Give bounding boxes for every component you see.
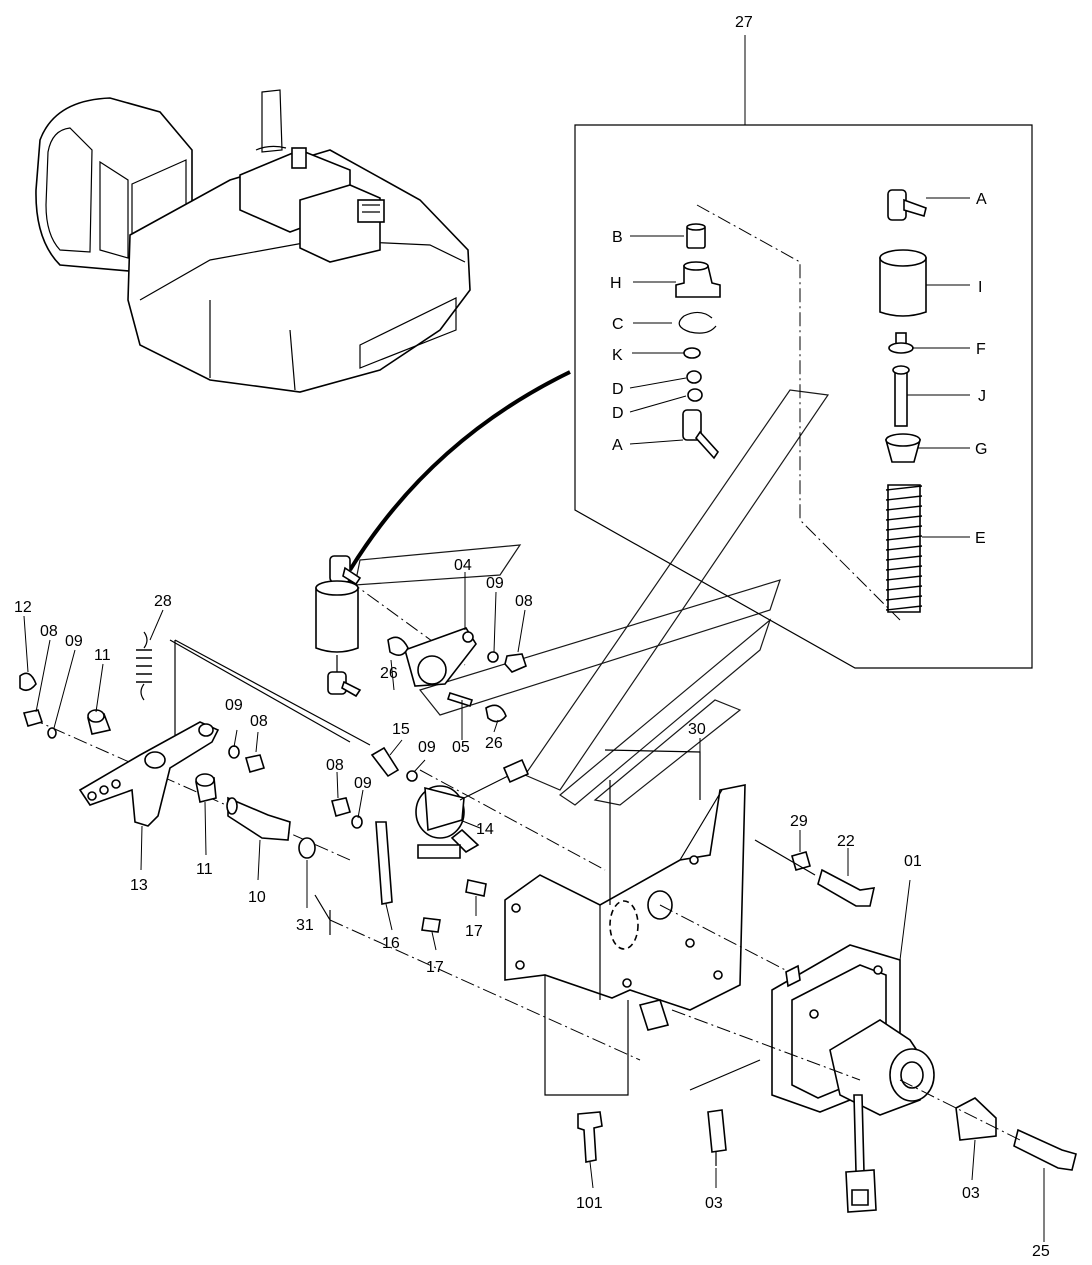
bracket-16: [375, 821, 393, 905]
label-26a: 26: [380, 665, 398, 682]
label-27: 27: [735, 14, 753, 31]
pin-05: [446, 691, 474, 708]
clip-26b: [485, 704, 507, 723]
label-13: 13: [130, 877, 148, 894]
actuator-01: [659, 904, 935, 1213]
label-A1: A: [976, 191, 987, 208]
label-17a: 17: [465, 923, 483, 940]
label-16: 16: [382, 935, 400, 952]
label-101: 101: [576, 1195, 603, 1212]
fitting-15: [370, 746, 400, 778]
sensor-14: [406, 758, 606, 871]
callout-labels: 27 B H C K D D A A I F J G E 04 09 08 12…: [14, 14, 1050, 1260]
label-09b: 09: [65, 633, 83, 650]
label-F: F: [976, 341, 986, 358]
bolt-17a: [465, 879, 487, 897]
excavator-illustration: [35, 89, 471, 393]
chevron-watermark: [354, 389, 830, 806]
label-29: 29: [790, 813, 808, 830]
label-03b: 03: [962, 1185, 980, 1202]
linkage-assembly: [19, 609, 371, 861]
label-01: 01: [904, 853, 922, 870]
label-31: 31: [296, 917, 314, 934]
label-11b: 11: [196, 861, 213, 878]
label-H: H: [610, 275, 622, 292]
bracket-30: [504, 749, 746, 1031]
washer-09a: [487, 651, 499, 663]
label-17b: 17: [426, 959, 444, 976]
bolt-101: [577, 1111, 603, 1163]
label-08b: 08: [40, 623, 58, 640]
spring-e: [885, 484, 923, 613]
clip-03b: [955, 1097, 997, 1141]
label-A2: A: [612, 437, 623, 454]
label-D1: D: [612, 381, 624, 398]
label-15: 15: [392, 721, 410, 738]
label-B: B: [612, 229, 623, 246]
label-09d: 09: [418, 739, 436, 756]
label-12: 12: [14, 599, 32, 616]
part-04: [404, 627, 477, 687]
label-26b: 26: [485, 735, 503, 752]
label-28: 28: [154, 593, 172, 610]
label-G: G: [975, 441, 987, 458]
bolt-25: [1013, 1128, 1077, 1171]
label-03a: 03: [705, 1195, 723, 1212]
label-11a: 11: [94, 647, 111, 664]
label-D2: D: [612, 405, 624, 422]
nut-08a: [504, 653, 527, 673]
label-30: 30: [688, 721, 706, 738]
bolt-17b: [421, 917, 441, 933]
spring-28: [136, 609, 164, 701]
bolt-22: [817, 868, 876, 907]
label-C: C: [612, 316, 624, 333]
label-J: J: [978, 388, 986, 405]
label-09e: 09: [354, 775, 372, 792]
clip-03a: [707, 1109, 727, 1153]
clip-26a: [387, 636, 409, 656]
nut-08d: [331, 797, 351, 817]
label-I: I: [978, 279, 982, 296]
label-09a: 09: [486, 575, 504, 592]
leader-lines: [23, 572, 1045, 1242]
label-25: 25: [1032, 1243, 1050, 1260]
detail-box-27: [574, 35, 1033, 669]
label-08d: 08: [326, 757, 344, 774]
label-E: E: [975, 530, 986, 547]
label-K: K: [612, 347, 623, 364]
label-05: 05: [452, 739, 470, 756]
label-04: 04: [454, 557, 472, 574]
label-22: 22: [837, 833, 855, 850]
label-08c: 08: [250, 713, 268, 730]
label-14: 14: [476, 821, 494, 838]
washer-29: [791, 851, 811, 871]
label-09c: 09: [225, 697, 243, 714]
blowup-connector: [348, 370, 571, 572]
label-08a: 08: [515, 593, 533, 610]
label-10: 10: [248, 889, 266, 906]
washer-09e: [351, 815, 363, 829]
